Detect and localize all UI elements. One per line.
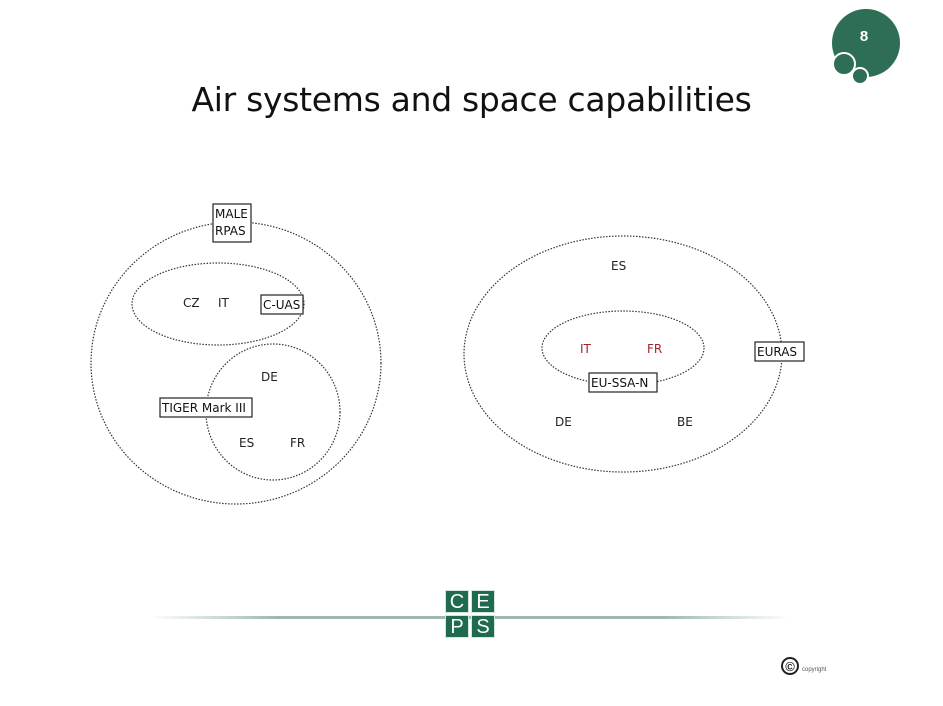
cuas-member-cz: CZ [183, 296, 200, 310]
tiger-member-es: ES [239, 436, 254, 450]
male-rpas-label-box [212, 203, 252, 243]
tiger-label: TIGER Mark III [161, 401, 246, 415]
male-rpas-set-outline [90, 221, 382, 505]
slide-title: Air systems and space capabilities [191, 80, 752, 119]
tiger-label-box [159, 397, 253, 418]
ceps-logo: C E P S [445, 590, 495, 638]
euras-member-be: BE [677, 415, 693, 429]
tiger-member-de: DE [261, 370, 278, 384]
cuas-set-outline [131, 262, 305, 346]
euras-member-es: ES [611, 259, 626, 273]
copyright-text: copyright [802, 667, 827, 673]
logo-letter-s: S [471, 615, 495, 638]
eussan-member-fr: FR [647, 342, 662, 356]
tiger-member-fr: FR [290, 436, 305, 450]
cuas-label: C-UAS [263, 298, 300, 312]
eussan-member-it: IT [580, 342, 592, 356]
euras-label-box [754, 341, 805, 362]
page-number: 8 [859, 28, 869, 45]
eussan-set-outline [541, 310, 705, 386]
copyright-icon: © [781, 657, 799, 675]
male-rpas-label-line1: MALE [215, 207, 248, 221]
cuas-label-box [260, 294, 304, 315]
male-rpas-label-line2: RPAS [215, 224, 246, 238]
logo-letter-p: P [445, 615, 469, 638]
copyright-mark: © copyright [781, 655, 826, 677]
left-diagram: MALE RPAS CZ IT C-UAS DE TIGER Mark III … [90, 203, 382, 505]
euras-member-de: DE [555, 415, 572, 429]
cuas-member-it: IT [218, 296, 230, 310]
euras-label: EURAS [757, 345, 797, 359]
eussan-label-box [588, 372, 658, 393]
logo-letter-c: C [445, 590, 469, 613]
page-badge-icon [832, 9, 900, 85]
logo-letter-e: E [471, 590, 495, 613]
right-diagram: ES IT FR EU-SSA-N EURAS DE BE [463, 235, 805, 473]
eussan-label: EU-SSA-N [591, 376, 648, 390]
footer-divider [150, 616, 790, 619]
tiger-set-outline [205, 343, 341, 481]
